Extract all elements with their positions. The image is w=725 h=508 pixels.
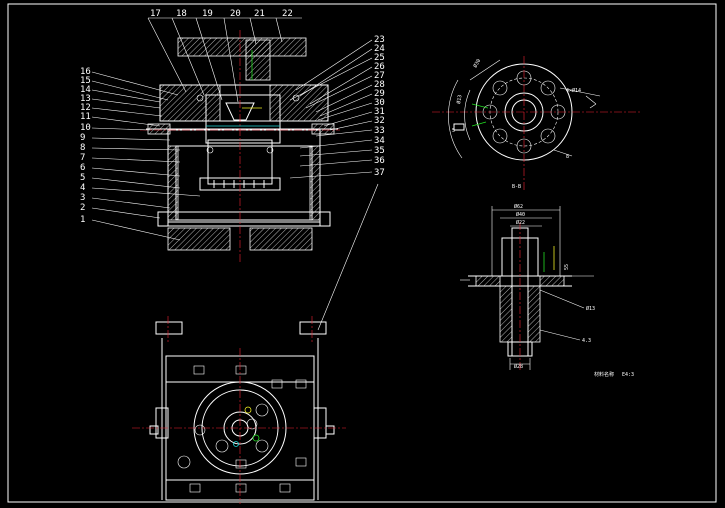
- balloon-label: 33: [374, 126, 385, 136]
- balloon-label: 16: [80, 67, 91, 77]
- balloon-label: 14: [80, 85, 91, 95]
- balloon-label: 8: [80, 143, 85, 153]
- balloon-label: 5: [80, 173, 85, 183]
- balloon-label: 2: [80, 203, 85, 213]
- section-label: B-B: [512, 184, 521, 190]
- caption-right: E4:3: [622, 372, 634, 378]
- top-leaders: [147, 17, 302, 103]
- balloon-label: 21: [254, 9, 265, 19]
- balloon-label: 18: [176, 9, 187, 19]
- right-balloon-labels: 23 24 25 26 27 28 29 30 31 32 33 34 35 3…: [374, 35, 385, 178]
- section-bb-dims: Ø62 Ø40 Ø22 55 Ø28 Ø13 4.3: [514, 203, 595, 370]
- right-leaders: [289, 39, 379, 331]
- balloon-label: 19: [202, 9, 213, 19]
- caption-left: 材料名称: [594, 371, 614, 378]
- balloon-label: 20: [230, 9, 241, 19]
- dim-text: 4×Ø14: [566, 87, 581, 94]
- left-leaders: [91, 71, 201, 241]
- balloon-label: 13: [80, 94, 91, 104]
- top-balloon-labels: 17 18 19 20 21 22: [150, 9, 293, 19]
- circular-detail-dims: Ø30 Ø13 5 4×Ø14 8 B-B: [452, 58, 581, 190]
- section-bb-view: [460, 206, 594, 372]
- balloon-label: 28: [374, 80, 385, 90]
- balloon-label: 37: [374, 168, 385, 178]
- balloon-label: 34: [374, 136, 385, 146]
- balloon-label: 1: [80, 215, 85, 225]
- dim-text: 5: [452, 128, 455, 134]
- balloon-label: 36: [374, 156, 385, 166]
- top-view: [132, 316, 346, 504]
- balloon-label: 24: [374, 44, 385, 54]
- balloon-label: 22: [282, 9, 293, 19]
- dim-text: Ø13: [455, 94, 463, 104]
- main-assembly-section: [140, 30, 340, 262]
- balloon-label: 12: [80, 103, 91, 113]
- balloon-label: 27: [374, 71, 385, 81]
- balloon-label: 23: [374, 35, 385, 45]
- balloon-label: 10: [80, 123, 91, 133]
- balloon-label: 9: [80, 133, 85, 143]
- material-caption: 材料名称 E4:3: [594, 371, 634, 378]
- dim-text: 4.3: [582, 338, 591, 344]
- balloon-label: 6: [80, 163, 85, 173]
- dim-text: Ø62: [514, 203, 523, 210]
- balloon-label: 4: [80, 183, 85, 193]
- balloon-label: 25: [374, 53, 385, 63]
- balloon-label: 17: [150, 9, 161, 19]
- dim-text: Ø22: [516, 219, 525, 226]
- dim-text: Ø28: [514, 363, 523, 370]
- balloon-label: 11: [80, 112, 91, 122]
- balloon-label: 35: [374, 146, 385, 156]
- dim-text: 8: [566, 154, 569, 160]
- left-balloon-labels: 16 15 14 13 12 11 10 9 8 7 6 5 4 3 2 1: [80, 67, 91, 225]
- balloon-label: 7: [80, 153, 85, 163]
- balloon-label: 3: [80, 193, 85, 203]
- circular-detail-view: [432, 56, 640, 190]
- balloon-label: 31: [374, 107, 385, 117]
- balloon-label: 29: [374, 89, 385, 99]
- dim-text: 55: [564, 264, 570, 270]
- balloon-label: 30: [374, 98, 385, 108]
- dim-text: Ø13: [586, 305, 595, 312]
- balloon-label: 15: [80, 76, 91, 86]
- dim-text: Ø30: [472, 58, 483, 69]
- drawing-border: [7, 3, 717, 503]
- balloon-label: 32: [374, 116, 385, 126]
- balloon-label: 26: [374, 62, 385, 72]
- dim-text: Ø40: [516, 211, 525, 218]
